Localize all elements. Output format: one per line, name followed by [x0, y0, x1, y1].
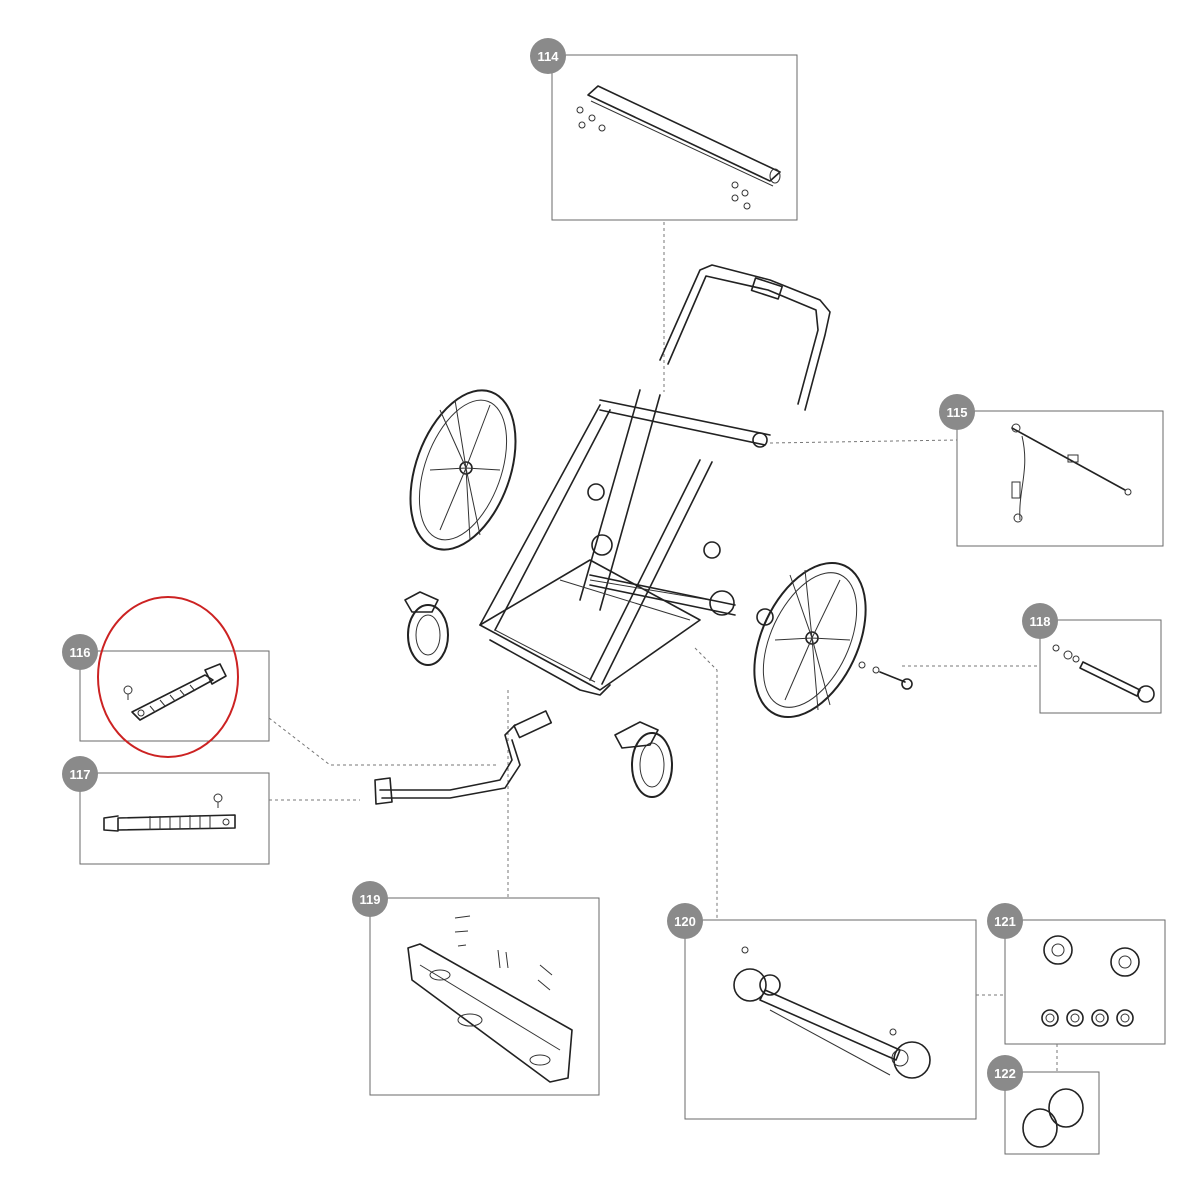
callout-120: 120: [667, 903, 703, 939]
part-box-119: [369, 897, 600, 1096]
part-121-hubs-washers: [1041, 935, 1140, 1027]
part-115-cable: [1011, 423, 1132, 523]
part-116-strap: [123, 663, 227, 721]
part-box-117: [79, 772, 270, 865]
callout-118: 118: [1022, 603, 1058, 639]
highlight-circle: [97, 596, 239, 758]
callout-121: 121: [987, 903, 1023, 939]
callout-117: 117: [62, 756, 98, 792]
front-right-swivel-wheel: [614, 721, 673, 798]
callout-116: 116: [62, 634, 98, 670]
part-box-120: [684, 919, 977, 1120]
part-box-122: [1004, 1071, 1100, 1155]
part-box-114: [548, 54, 798, 221]
callout-115: 115: [939, 394, 975, 430]
leader-lines: [268, 222, 1058, 1072]
part-117-strap: [103, 793, 236, 832]
callout-119: 119: [352, 881, 388, 917]
front-left-swivel-wheel: [404, 591, 449, 666]
part-box-116: [79, 650, 270, 742]
part-118-axle: [1052, 644, 1155, 703]
part-box-115: [956, 410, 1164, 547]
part-120-rear-axle: [733, 946, 931, 1079]
callout-114: 114: [530, 38, 566, 74]
left-rear-wheel: [409, 389, 517, 551]
part-114-crossbar: [576, 85, 781, 210]
callout-122: 122: [987, 1055, 1023, 1091]
part-box-118: [1039, 619, 1162, 714]
right-rear-wheel: [753, 561, 913, 719]
part-122-caps: [1022, 1088, 1084, 1148]
stroller-frame: [374, 264, 831, 805]
part-box-121: [1004, 919, 1166, 1045]
part-119-front-panel: [407, 915, 573, 1083]
